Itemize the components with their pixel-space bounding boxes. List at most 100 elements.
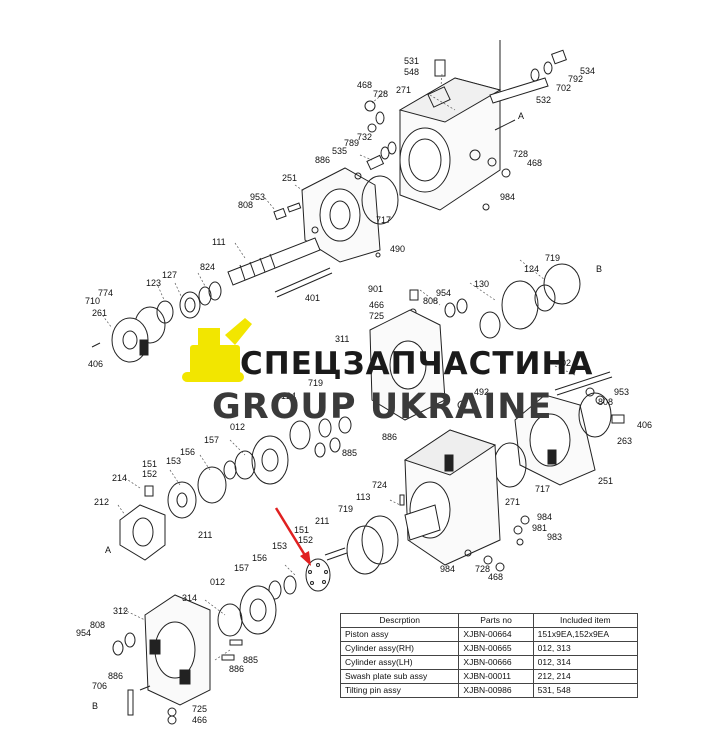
label-156: 156 (180, 447, 195, 457)
plug-535 (366, 141, 397, 171)
label-263: 263 (617, 436, 632, 446)
valve-block-312 (144, 594, 211, 706)
label-153: 153 (272, 541, 287, 551)
label-824: 824 (200, 262, 215, 272)
label-402: 402 (556, 358, 571, 368)
cell-description: Cylinder assy(LH) (339, 655, 460, 670)
label-271: 271 (396, 85, 411, 95)
label-886: 886 (382, 432, 397, 442)
valve-block-251-lower (514, 394, 596, 486)
cover-261 (111, 317, 149, 363)
label-535: 535 (332, 146, 347, 156)
label-468: 468 (488, 572, 503, 582)
table-row: Tilting pin assy XJBN-00986 531, 548 (339, 683, 639, 698)
label-732: 732 (357, 132, 372, 142)
label-717: 717 (376, 215, 391, 225)
label-312: 312 (113, 606, 128, 616)
label-984: 984 (440, 564, 455, 574)
label-151: 151 (294, 525, 309, 535)
valve-block-251-upper (301, 167, 381, 263)
label-406: 406 (637, 420, 652, 430)
cell-description: Tilting pin assy (339, 683, 460, 698)
label-706: 706 (92, 681, 107, 691)
watermark: СПЕЦЗАПЧАСТИНА GROUP UKRAINE (182, 318, 593, 427)
label-702: 702 (556, 83, 571, 93)
parts-table-header: Descrption Parts no Included item (339, 613, 639, 628)
cylinder-block-012-lower (239, 585, 277, 635)
cell-parts-no: XJBN-00664 (458, 627, 534, 642)
label-B: B (596, 264, 602, 274)
label-885: 885 (243, 655, 258, 665)
header-parts-no: Parts no (458, 613, 534, 628)
label-901: 901 (368, 284, 383, 294)
label-314: 314 (182, 593, 197, 603)
label-719: 719 (545, 253, 560, 263)
label-311: 311 (335, 334, 349, 344)
label-251: 251 (282, 173, 297, 183)
shaft-532 (434, 49, 567, 104)
watermark-line1: СПЕЦЗАПЧАСТИНА (240, 346, 593, 382)
port-block-311 (369, 309, 446, 421)
label-157: 157 (234, 563, 249, 573)
label-724: 724 (372, 480, 387, 490)
label-808: 808 (598, 397, 613, 407)
label-113: 113 (356, 492, 370, 502)
label-261: 261 (92, 308, 107, 318)
rear-housing-upper (398, 40, 516, 211)
label-212: 212 (94, 497, 109, 507)
table-row: Cylinder assy(RH) XJBN-00665 012, 313 (339, 641, 639, 656)
label-B: B (92, 701, 98, 711)
header-description: Descrption (339, 613, 460, 628)
label-981: 981 (532, 523, 547, 533)
drive-shaft-111 (227, 237, 321, 286)
label-984: 984 (537, 512, 552, 522)
label-151: 151 (142, 459, 157, 469)
label-719: 719 (308, 378, 323, 388)
label-406: 406 (88, 359, 103, 369)
table-row: Swash plate sub assy XJBN-00011 212, 214 (339, 669, 639, 684)
label-127: 127 (162, 270, 177, 280)
label-728: 728 (373, 89, 388, 99)
cell-included-item: 212, 214 (532, 669, 639, 684)
label-984: 984 (500, 192, 515, 202)
cell-included-item: 012, 314 (532, 655, 639, 670)
label-531: 531 (404, 56, 419, 66)
header-included-item: Included item (532, 613, 639, 628)
cell-included-item: 151x9EA,152x9EA (532, 627, 639, 642)
cell-description: Piston assy (339, 627, 460, 642)
label-728: 728 (513, 149, 528, 159)
label-466: 466 (369, 300, 384, 310)
label-490: 490 (390, 244, 405, 254)
label-886: 886 (229, 664, 244, 674)
label-548: 548 (404, 67, 419, 77)
label-717: 717 (535, 484, 550, 494)
label-789: 789 (344, 138, 359, 148)
label-157: 157 (204, 435, 219, 445)
label-130: 130 (474, 279, 489, 289)
table-row: Cylinder assy(LH) XJBN-00666 012, 314 (339, 655, 639, 670)
table-row: Piston assy XJBN-00664 151x9EA,152x9EA (339, 627, 639, 642)
excavator-logo (182, 318, 252, 382)
label-534: 534 (580, 66, 595, 76)
label-401: 401 (305, 293, 320, 303)
label-468: 468 (357, 80, 372, 90)
label-886: 886 (315, 155, 330, 165)
label-725: 725 (369, 311, 384, 321)
label-532: 532 (536, 95, 551, 105)
label-710: 710 (85, 296, 100, 306)
red-arrow-indicator (274, 507, 311, 566)
label-012: 012 (230, 422, 245, 432)
label-953: 953 (250, 192, 265, 202)
cylinder-block-012-upper (251, 435, 289, 485)
cell-description: Cylinder assy(RH) (339, 641, 460, 656)
cell-parts-no: XJBN-00666 (458, 655, 534, 670)
label-124: 124 (524, 264, 539, 274)
label-468: 468 (527, 158, 542, 168)
label-A: A (518, 111, 524, 121)
swash-plate-212 (119, 504, 166, 561)
cell-parts-no: XJBN-00986 (458, 683, 534, 698)
label-953: 953 (614, 387, 629, 397)
part-labels: 531 548 534 792 702 532 468 728 271 A 73… (76, 56, 652, 725)
label-808: 808 (90, 620, 105, 630)
label-792: 792 (568, 74, 583, 84)
